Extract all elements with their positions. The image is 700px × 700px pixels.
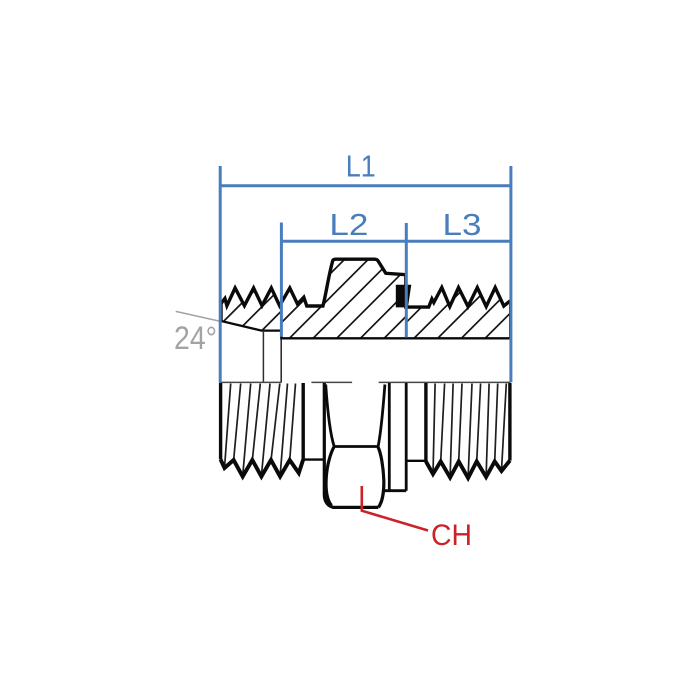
svg-text:L3: L3 bbox=[443, 207, 482, 242]
svg-text:L2: L2 bbox=[329, 207, 368, 242]
svg-text:24°: 24° bbox=[174, 320, 217, 356]
svg-text:L1: L1 bbox=[346, 148, 376, 183]
svg-text:CH: CH bbox=[431, 519, 472, 552]
